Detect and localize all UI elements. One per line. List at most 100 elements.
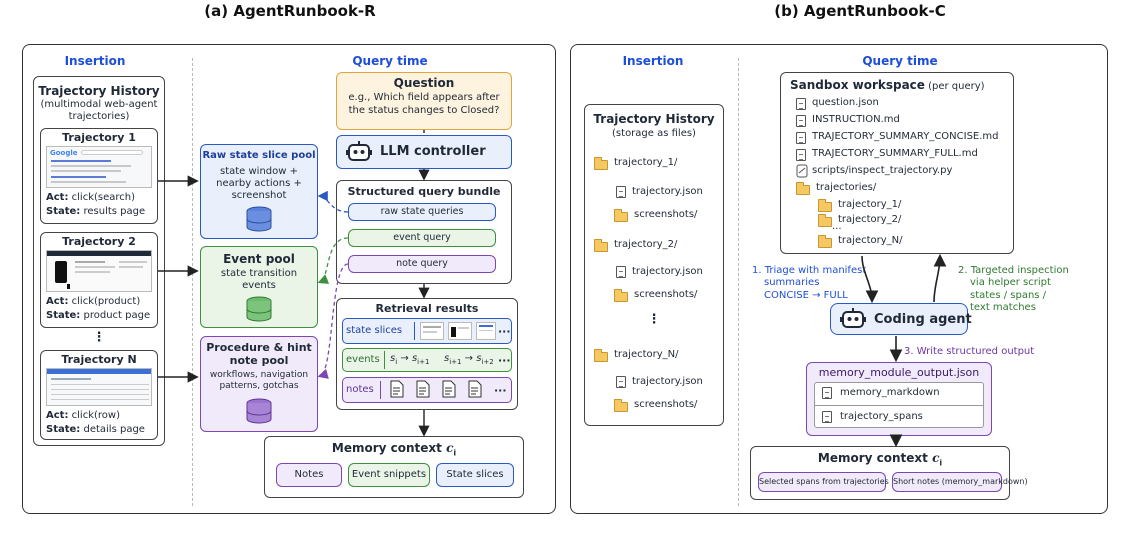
- pool-desc: patterns, gotchas: [219, 381, 299, 391]
- more-ellipsis: ···: [832, 224, 842, 235]
- row-label: notes: [346, 384, 374, 395]
- trajectory-history-title: Trajectory History: [38, 84, 160, 98]
- row-label: events: [346, 354, 380, 365]
- step-2-label: 2. Targeted inspection: [958, 265, 1069, 276]
- trajectory-screenshot: [46, 250, 152, 292]
- file-name: trajectory.json: [632, 186, 703, 197]
- pool-desc: workflows, navigation: [209, 370, 309, 380]
- pool-title: Event pool: [223, 252, 295, 266]
- folder-icon: [614, 209, 628, 222]
- note-document-icon: [468, 380, 482, 398]
- output-item: memory_markdown: [840, 387, 940, 398]
- folder-icon: [614, 289, 628, 302]
- sandbox-file: TRAJECTORY_SUMMARY_FULL.md: [812, 148, 978, 159]
- insertion-header-a: Insertion: [64, 54, 126, 68]
- sandbox-file: TRAJECTORY_SUMMARY_CONCISE.md: [812, 131, 999, 142]
- query-header-a: Query time: [352, 54, 428, 68]
- coding-agent-label: Coding agent: [874, 312, 972, 327]
- state-slice-thumbnail: [448, 322, 472, 340]
- trajectory-history-subtitle: trajectories): [68, 111, 130, 122]
- file-name: trajectory.json: [632, 266, 703, 277]
- note-query: note query: [348, 255, 496, 273]
- question-box: [336, 72, 512, 130]
- sandbox-file: question.json: [812, 97, 879, 108]
- output-item: trajectory_spans: [840, 411, 923, 422]
- step-2-label: states / spans /: [970, 290, 1047, 301]
- panel-b: [570, 44, 1108, 514]
- folder-icon: [594, 157, 608, 170]
- question-text: the status changes to Closed?: [348, 105, 500, 116]
- trajectory-files-box: [584, 104, 724, 426]
- database-icon: [246, 296, 272, 322]
- query-header-b: Query time: [862, 54, 938, 68]
- pool-title: Procedure & hint: [206, 341, 312, 354]
- event-snippets-chip: Event snippets: [348, 463, 430, 487]
- script-icon: [796, 164, 808, 178]
- file-icon: [796, 149, 806, 161]
- file-name: trajectory.json: [632, 376, 703, 387]
- file-icon: [616, 266, 626, 278]
- act-line: Act: click(search): [46, 192, 136, 203]
- note-document-icon: [416, 380, 430, 398]
- pool-desc: events: [242, 280, 276, 291]
- file-icon: [796, 115, 806, 127]
- memory-context-title: Memory context ci: [817, 451, 943, 468]
- more-ellipsis: ···: [494, 384, 507, 397]
- database-icon: [246, 398, 272, 424]
- event-pool: [200, 246, 318, 328]
- state-slices-chip: State slices: [436, 463, 514, 487]
- act-line: Act: click(row): [46, 410, 120, 421]
- file-icon: [796, 98, 806, 110]
- folder-name: screenshots/: [634, 399, 698, 410]
- file-icon: [822, 387, 832, 399]
- vertical-ellipsis: ⋮: [92, 330, 106, 345]
- raw-state-queries: raw state queries: [348, 203, 496, 221]
- trajectory-history-subtitle: (multimodal web-agent: [40, 99, 158, 110]
- panel-a-title: (a) AgentRunbook-R: [204, 2, 376, 20]
- event-transition: si → si+1: [390, 353, 430, 366]
- state-line: State: product page: [46, 310, 151, 321]
- state-slice-thumbnail: [420, 322, 444, 340]
- folder-icon: [818, 214, 832, 227]
- folder-icon: [594, 239, 608, 252]
- step-3-label: 3. Write structured output: [904, 346, 1035, 357]
- file-icon: [616, 186, 626, 198]
- state-line: State: details page: [46, 424, 145, 435]
- sandbox-file: INSTRUCTION.md: [812, 114, 900, 125]
- file-icon: [822, 411, 832, 423]
- row-label: state slices: [346, 325, 403, 336]
- folder-icon: [594, 349, 608, 362]
- folder-name: trajectory_1/: [614, 157, 678, 168]
- output-title: memory_module_output.json: [818, 366, 980, 379]
- file-icon: [796, 132, 806, 144]
- pool-desc: screenshot: [231, 190, 287, 201]
- panel-b-title: (b) AgentRunbook-C: [774, 2, 946, 20]
- folder-name: screenshots/: [634, 209, 698, 220]
- more-ellipsis: ···: [498, 354, 511, 367]
- bundle-title: Structured query bundle: [347, 185, 501, 198]
- event-transition: si+1 → si+2: [444, 353, 494, 366]
- act-line: Act: click(product): [46, 296, 141, 307]
- folder-icon: [818, 199, 832, 212]
- notes-chip: Notes: [276, 463, 342, 487]
- panel-a: [22, 44, 556, 514]
- google-logo: Google: [50, 149, 78, 157]
- sandbox-file: scripts/inspect_trajectory.py: [812, 165, 953, 176]
- robot-icon: [346, 141, 372, 161]
- event-query: event query: [348, 229, 496, 247]
- sandbox-dir: trajectories/: [816, 182, 877, 193]
- sandbox-title: Sandbox workspace (per query): [790, 78, 985, 92]
- folder-icon: [614, 399, 628, 412]
- file-icon: [616, 376, 626, 388]
- short-notes-chip: Short notes (memory_markdown): [892, 472, 1028, 492]
- trajectory-files-subtitle: (storage as files): [612, 128, 696, 139]
- sandbox-subdir: trajectory_1/: [838, 199, 902, 210]
- database-icon: [246, 206, 272, 232]
- trajectory-screenshot: [46, 368, 152, 406]
- robot-icon: [840, 308, 866, 328]
- state-line: State: results page: [46, 206, 146, 217]
- separator-b: [738, 58, 739, 506]
- note-document-icon: [442, 380, 456, 398]
- pool-title: Raw state slice pool: [202, 150, 316, 161]
- pool-desc: state window +: [219, 166, 298, 177]
